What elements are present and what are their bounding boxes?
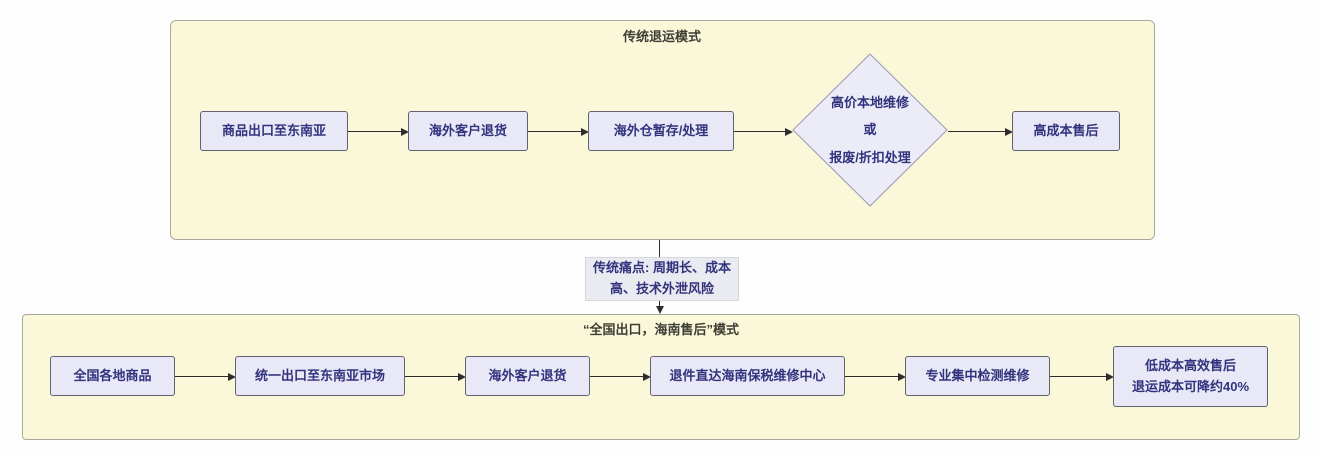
node-decision-repair-or-scrap: 高价本地维修 或 报废/折扣处理 [792, 53, 948, 207]
node-overseas-warehouse: 海外仓暂存/处理 [588, 111, 734, 151]
flow-arrow [528, 127, 589, 136]
node-export-to-sea: 商品出口至东南亚 [200, 111, 348, 151]
diamond-shape-icon [792, 53, 948, 207]
result-line-2: 退运成本可降约40% [1131, 378, 1250, 394]
pain-line-1: 传统痛点: 周期长、成本 [593, 260, 731, 276]
traditional-model-title: 传统退运模式 [622, 29, 702, 44]
flow-arrow [948, 127, 1013, 136]
node-overseas-customer-return-2: 海外客户退货 [465, 356, 590, 396]
flow-arrow [348, 127, 409, 136]
decision-line-2: 或 [863, 122, 877, 138]
flow-arrow [175, 372, 236, 381]
node-low-cost-result: 低成本高效售后 退运成本可降约40% [1113, 346, 1268, 407]
decision-line-3: 报废/折扣处理 [829, 149, 911, 165]
flow-arrow [734, 127, 793, 136]
node-hainan-bonded-repair-center: 退件直达海南保税维修中心 [650, 356, 845, 396]
flow-arrow [845, 372, 906, 381]
node-decision-label: 高价本地维修 或 报废/折扣处理 [792, 53, 948, 207]
decision-line-1: 高价本地维修 [830, 95, 909, 111]
node-nationwide-goods: 全国各地商品 [50, 356, 175, 396]
node-unified-export: 统一出口至东南亚市场 [235, 356, 405, 396]
flow-arrow [1050, 372, 1114, 381]
node-overseas-customer-return: 海外客户退货 [408, 111, 528, 151]
pain-line-2: 高、技术外泄风险 [609, 281, 714, 296]
flow-arrow [405, 372, 466, 381]
result-line-1: 低成本高效售后 [1144, 358, 1236, 374]
node-centralized-inspection-repair: 专业集中检测维修 [905, 356, 1050, 396]
traditional-pain-points-label: 传统痛点: 周期长、成本 高、技术外泄风险 [585, 257, 739, 301]
node-high-cost-aftersales: 高成本售后 [1012, 111, 1120, 151]
hainan-model-title: “全国出口，海南售后”模式 [582, 322, 740, 337]
flow-arrow [590, 372, 651, 381]
